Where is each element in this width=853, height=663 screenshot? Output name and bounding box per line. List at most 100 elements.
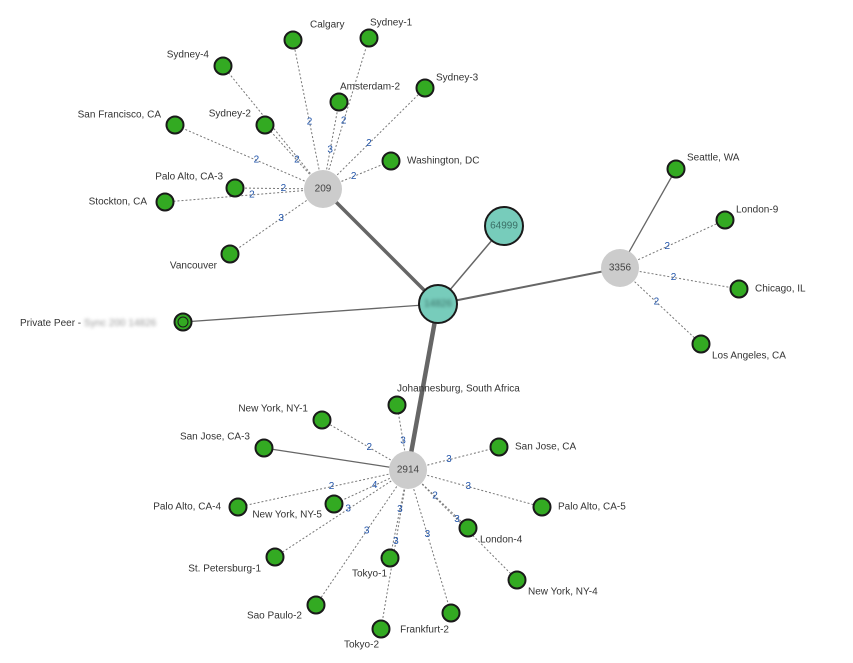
site-label-paloalto3: Palo Alto, CA-3 xyxy=(155,172,223,183)
edge-weight-sydney2: 2 xyxy=(294,155,300,166)
site-node-sanjose3[interactable] xyxy=(254,438,274,458)
site-node-privatepeer[interactable] xyxy=(173,312,193,332)
site-node-losangeles[interactable] xyxy=(691,334,711,354)
site-node-amsterdam2[interactable] xyxy=(329,92,349,112)
edge-weight-newyork4: 3 xyxy=(454,514,460,525)
edge-weight-sanfrancisco: 2 xyxy=(254,155,260,166)
edge-weight-sanjose: 3 xyxy=(446,454,452,465)
trunk-edge-center-h209 xyxy=(321,187,440,306)
site-label-losangeles: Los Angeles, CA xyxy=(712,351,786,362)
site-label-frankfurt2: Frankfurt-2 xyxy=(400,625,449,636)
site-node-chicago[interactable] xyxy=(729,279,749,299)
site-node-sydney2[interactable] xyxy=(255,115,275,135)
hub-node-2914[interactable] xyxy=(389,451,427,489)
site-label-paloalto4: Palo Alto, CA-4 xyxy=(153,502,221,513)
edge-weight-calgary: 2 xyxy=(307,116,313,127)
site-node-sanfrancisco[interactable] xyxy=(165,115,185,135)
edge-weight-amsterdam2: 3 xyxy=(327,144,333,155)
site-node-vancouver[interactable] xyxy=(220,244,240,264)
site-node-london9[interactable] xyxy=(715,210,735,230)
core-node-center[interactable] xyxy=(418,284,458,324)
site-label-sydney4: Sydney-4 xyxy=(167,50,210,61)
edge-weight-washingtondc: 2 xyxy=(351,171,357,182)
site-edge-sanfrancisco xyxy=(174,124,324,190)
site-label-saopaulo2: Sao Paulo-2 xyxy=(247,611,302,622)
edge-weight-vancouver: 3 xyxy=(278,213,284,224)
site-label-sanjose3: San Jose, CA-3 xyxy=(180,432,250,443)
site-node-paloalto3[interactable] xyxy=(225,178,245,198)
site-label-washingtondc: Washington, DC xyxy=(407,156,479,167)
site-label-stockton: Stockton, CA xyxy=(89,197,148,208)
edge-weight-london4: 2 xyxy=(432,491,438,502)
site-label-newyork4: New York, NY-4 xyxy=(528,587,598,598)
site-label-chicago: Chicago, IL xyxy=(755,284,806,295)
site-label-amsterdam2: Amsterdam-2 xyxy=(340,82,400,93)
edge-weight-sydney1: 2 xyxy=(341,116,347,127)
site-label-sydney1: Sydney-1 xyxy=(370,18,413,29)
site-edge-frankfurt2 xyxy=(407,469,452,614)
site-label-newyork1: New York, NY-1 xyxy=(238,404,308,415)
core-node-n64999[interactable] xyxy=(484,206,524,246)
site-node-newyork1[interactable] xyxy=(312,410,332,430)
site-edge-london9 xyxy=(619,219,726,269)
site-edge-calgary xyxy=(292,39,324,190)
site-edge-saopaulo2 xyxy=(315,469,409,606)
site-node-paloalto4[interactable] xyxy=(228,497,248,517)
site-label-sydney2: Sydney-2 xyxy=(209,109,252,120)
edge-weight-stpetersburg1: 3 xyxy=(345,504,351,515)
site-label-tokyo1: Tokyo-1 xyxy=(352,569,387,580)
site-node-saopaulo2[interactable] xyxy=(306,595,326,615)
site-node-tokyo1[interactable] xyxy=(380,548,400,568)
site-label-paloalto5: Palo Alto, CA-5 xyxy=(558,502,626,513)
site-edge-johannesburg xyxy=(396,404,409,471)
site-edge-tokyo1 xyxy=(389,469,409,559)
edge-weight-paloalto5: 3 xyxy=(466,481,472,492)
nodes-layer[interactable] xyxy=(155,28,749,639)
site-label-sanjose: San Jose, CA xyxy=(515,442,576,453)
edge-weight-paloalto4: 2 xyxy=(329,481,335,492)
site-edge-tokyo2 xyxy=(380,469,409,630)
site-node-stpetersburg1[interactable] xyxy=(265,547,285,567)
site-edge-stpetersburg1 xyxy=(274,469,409,558)
site-edge-chicago xyxy=(619,267,740,290)
site-label-stpetersburg1: St. Petersburg-1 xyxy=(188,564,261,575)
site-node-tokyo2[interactable] xyxy=(371,619,391,639)
site-edge-paloalto3 xyxy=(234,187,324,190)
hub-node-209[interactable] xyxy=(304,170,342,208)
edge-weight-saopaulo2: 3 xyxy=(364,525,370,536)
site-node-paloalto5[interactable] xyxy=(532,497,552,517)
site-label-privatepeer: Private Peer - Sync 200 14826 xyxy=(20,318,157,329)
site-node-sydney4[interactable] xyxy=(213,56,233,76)
site-label-tokyo2: Tokyo-2 xyxy=(344,640,379,651)
site-edge-paloalto5 xyxy=(407,469,543,508)
site-node-washingtondc[interactable] xyxy=(381,151,401,171)
site-label-newyork5: New York, NY-5 xyxy=(252,510,322,521)
edge-weight-tokyo2: 3 xyxy=(393,536,399,547)
trunk-edge-center-h3356 xyxy=(437,267,621,305)
edge-weight-newyork1: 2 xyxy=(367,442,373,453)
site-node-sanjose[interactable] xyxy=(489,437,509,457)
site-node-frankfurt2[interactable] xyxy=(441,603,461,623)
site-node-newyork4[interactable] xyxy=(507,570,527,590)
site-node-london4[interactable] xyxy=(458,518,478,538)
site-node-newyork5[interactable] xyxy=(324,494,344,514)
site-edge-privatepeer xyxy=(182,303,439,323)
site-node-johannesburg[interactable] xyxy=(387,395,407,415)
site-edge-stockton xyxy=(164,188,324,203)
site-node-stockton[interactable] xyxy=(155,192,175,212)
hub-node-3356[interactable] xyxy=(601,249,639,287)
site-label-vancouver: Vancouver xyxy=(170,261,218,272)
site-node-calgary[interactable] xyxy=(283,30,303,50)
site-label-seattle: Seattle, WA xyxy=(687,153,740,164)
site-edge-vancouver xyxy=(229,188,324,255)
site-node-sydney1[interactable] xyxy=(359,28,379,48)
edge-weight-paloalto3: 2 xyxy=(281,183,287,194)
edge-weight-london9: 2 xyxy=(664,241,670,252)
edge-weight-tokyo1: 3 xyxy=(397,504,403,515)
site-node-sydney3[interactable] xyxy=(415,78,435,98)
site-node-seattle[interactable] xyxy=(666,159,686,179)
private-peer-ring-icon xyxy=(177,316,189,328)
